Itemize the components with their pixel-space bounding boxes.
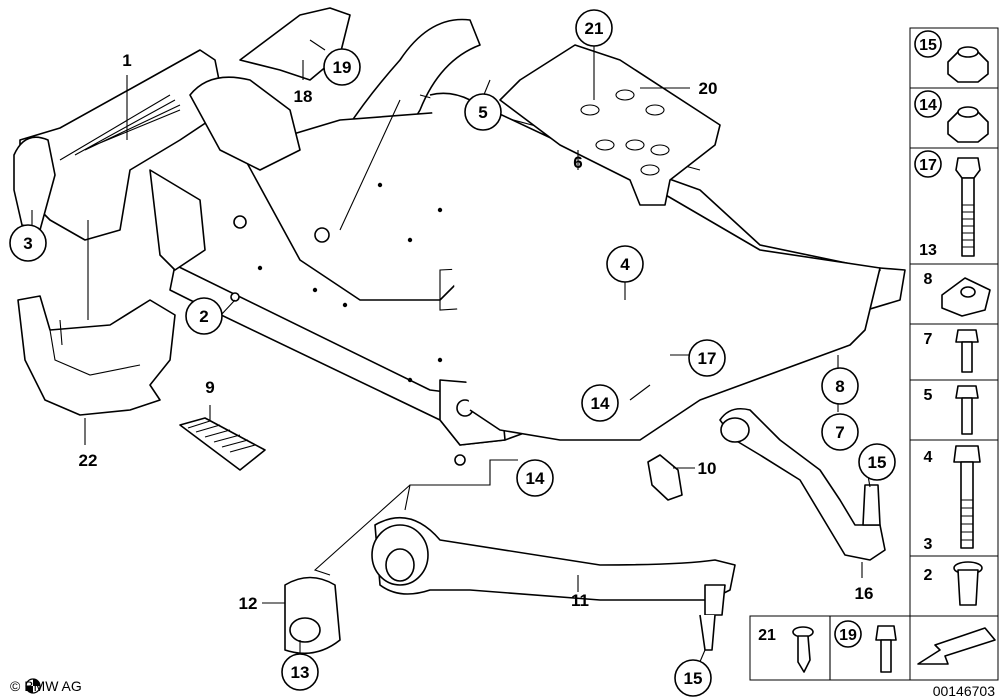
copyright-text: © BMW AG (10, 678, 82, 694)
wishbone[interactable] (371, 516, 736, 651)
sidebar-label-2: 2 (924, 567, 933, 584)
sidebar-label-15: 15 (919, 37, 937, 54)
svg-text:22: 22 (79, 451, 98, 470)
callout-1: 1 (122, 51, 131, 70)
svg-text:14: 14 (526, 469, 545, 488)
callout-5: 5 (464, 93, 502, 131)
sidebar-label-14: 14 (919, 97, 937, 114)
callout-6: 6 (573, 153, 582, 172)
callout-15-strut: 15 (858, 443, 896, 481)
sidebar-label-17: 17 (919, 157, 937, 174)
callout-12: 12 (239, 594, 258, 613)
svg-text:5: 5 (478, 103, 487, 122)
svg-text:16: 16 (855, 584, 874, 603)
sidebar-label-13: 13 (919, 242, 937, 259)
svg-text:4: 4 (620, 255, 630, 274)
nut-icon (947, 106, 989, 143)
sidebar-label-8: 8 (924, 271, 933, 288)
bmw-logo (25, 678, 41, 694)
svg-text:12: 12 (239, 594, 258, 613)
svg-text:3: 3 (23, 234, 32, 253)
screw-icon (875, 625, 897, 673)
svg-text:21: 21 (585, 19, 604, 38)
bolt-icon (953, 445, 981, 549)
callout-4: 4 (606, 245, 644, 283)
svg-text:19: 19 (333, 58, 352, 77)
callout-17: 17 (688, 339, 726, 377)
clip-nut-icon (941, 277, 991, 317)
direction-arrow-icon (917, 627, 996, 665)
svg-text:2: 2 (199, 307, 208, 326)
rubber-mount[interactable] (284, 576, 341, 655)
svg-text:13: 13 (291, 663, 310, 682)
svg-text:18: 18 (294, 87, 313, 106)
svg-text:9: 9 (205, 378, 214, 397)
callout-7: 7 (821, 413, 859, 451)
svg-text:1: 1 (122, 51, 131, 70)
callout-15-wishbone: 15 (674, 659, 712, 697)
nut-icon (947, 46, 989, 83)
svg-text:17: 17 (698, 349, 717, 368)
svg-text:8: 8 (835, 377, 844, 396)
sleeve-icon (953, 561, 983, 606)
rubber-stop[interactable] (647, 454, 683, 501)
bottom-label-19: 19 (839, 627, 857, 644)
callout-2: 2 (185, 297, 223, 335)
callout-3: 3 (9, 224, 47, 262)
callout-8: 8 (821, 367, 859, 405)
callout-21: 21 (575, 9, 613, 47)
callout-16: 16 (855, 584, 874, 603)
bolt-icon (955, 329, 979, 373)
callout-22: 22 (79, 451, 98, 470)
sidebar-label-4: 4 (924, 449, 933, 466)
sidebar-label-7: 7 (924, 331, 933, 348)
callout-19: 19 (323, 48, 361, 86)
engine-support-bracket[interactable] (13, 49, 301, 271)
svg-text:15: 15 (684, 669, 703, 688)
heat-shield-top[interactable] (239, 7, 351, 81)
callout-11: 11 (571, 591, 589, 610)
shear-plate[interactable] (499, 44, 721, 206)
callout-10: 10 (698, 459, 717, 478)
callout-20: 20 (699, 79, 718, 98)
long-bolt-icon (955, 157, 981, 257)
bolt-icon (955, 385, 979, 435)
fastener-sidebar: 15 14 17 13 8 7 (749, 27, 999, 681)
sidebar-label-5: 5 (924, 387, 933, 404)
callout-18: 18 (294, 87, 313, 106)
svg-text:10: 10 (698, 459, 717, 478)
svg-text:7: 7 (835, 423, 844, 442)
callout-14-rear: 14 (581, 384, 619, 422)
sidebar-label-3: 3 (924, 536, 933, 553)
tension-strut[interactable] (719, 407, 886, 561)
svg-text:6: 6 (573, 153, 582, 172)
svg-text:20: 20 (699, 79, 718, 98)
svg-text:15: 15 (868, 453, 887, 472)
protection-shield[interactable] (17, 295, 176, 416)
bottom-label-21: 21 (758, 627, 776, 644)
svg-text:14: 14 (591, 394, 610, 413)
callout-14-front: 14 (516, 459, 554, 497)
insulation-pad[interactable] (179, 417, 266, 471)
callout-13: 13 (281, 653, 319, 691)
rivet-icon (792, 626, 814, 673)
callout-9: 9 (205, 378, 214, 397)
svg-text:11: 11 (571, 591, 589, 610)
drawing-number: 00146703 (933, 683, 996, 699)
